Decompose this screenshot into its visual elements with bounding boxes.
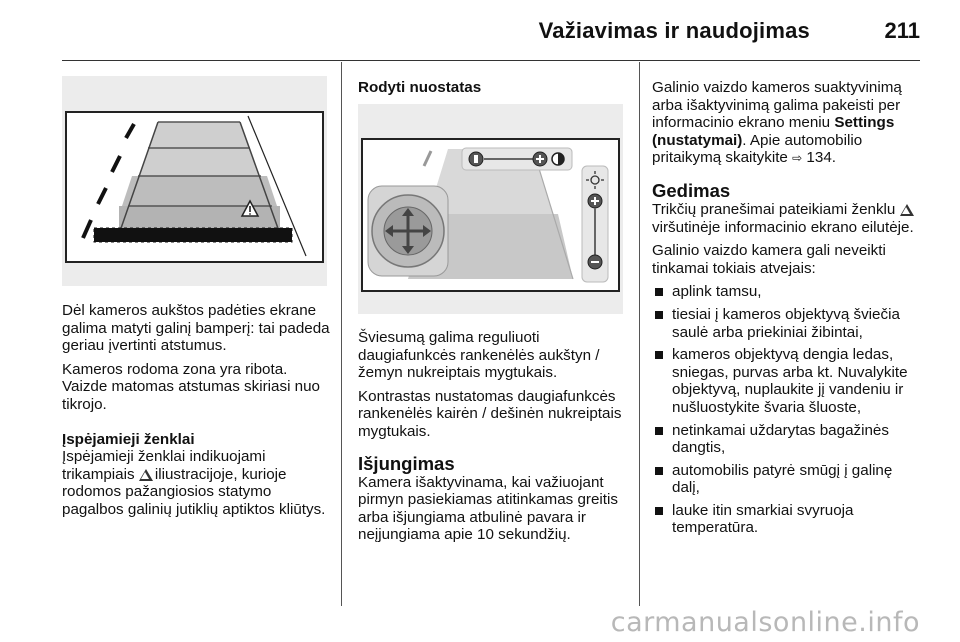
page-reference: 134. <box>806 149 836 167</box>
list-item: tiesiai į kameros objektyvą šviečia saul… <box>652 306 924 341</box>
page-header-title: Važiavimas ir naudojimas <box>538 18 810 43</box>
settings-text-before: Galinio vaizdo kameros suaktyvinimą arba… <box>652 79 902 132</box>
warning-signs-heading: Įspėjamieji ženklai <box>62 430 195 448</box>
camera-guidelines-illustration <box>65 111 324 263</box>
display-settings-illustration <box>361 138 620 292</box>
warning-text-after: iliustracijoje, kurioje rodomos pažangio… <box>62 465 326 518</box>
paragraph-camera-zone: Kameros rodoma zona yra ribota. Vaizde m… <box>62 360 321 413</box>
fault-text-after: viršutinėje informacinio ekrano eilutėje… <box>652 218 914 236</box>
paragraph-fault-cases: Galinio vaizdo kamera gali neveikti tink… <box>652 242 886 277</box>
paragraph-bumper: Dėl kameros aukštos padėties ekrane gali… <box>62 302 330 355</box>
fault-heading: Gedimas <box>652 179 731 201</box>
paragraph-warning-signs: Įspėjamieji ženklai indikuojami trikampi… <box>62 448 332 518</box>
list-item: kameros objektyvą dengia ledas, sniegas,… <box>652 346 924 416</box>
paragraph-contrast: Kontrastas nustatomas daugiafunkcės rank… <box>358 387 622 440</box>
deactivation-heading: Išjungimas <box>358 452 455 474</box>
fault-text-before: Trikčių pranešimai pateikiami ženklu <box>652 200 896 218</box>
paragraph-fault-messages: Trikčių pranešimai pateikiami ženklu vir… <box>652 201 924 236</box>
header-rule <box>62 60 920 61</box>
fault-cases-list: aplink tamsu, tiesiai į kameros objektyv… <box>652 283 924 537</box>
paragraph-deactivation: Kamera išaktyvinama, kai važiuojant pirm… <box>358 473 618 544</box>
page-number: 211 <box>884 18 921 43</box>
column-3: Galinio vaizdo kameros suaktyvinimą arba… <box>652 79 924 542</box>
warning-text-before: Įspėjamieji ženklai indikuojami trikampi… <box>62 448 266 483</box>
column-2-heading: Rodyti nuostatas <box>358 79 628 97</box>
column-1: Dėl kameros aukštos padėties ekrane gali… <box>62 302 332 525</box>
column-divider-2 <box>639 62 640 606</box>
list-item: aplink tamsu, <box>652 283 924 301</box>
list-item: automobilis patyrė smūgį į galinę dalį, <box>652 462 924 497</box>
list-item: lauke itin smarkiai svyruoja temperatūra… <box>652 502 924 537</box>
warning-triangle-icon <box>899 203 914 216</box>
paragraph-settings-menu: Galinio vaizdo kameros suaktyvinimą arba… <box>652 79 924 168</box>
watermark: carmanualsonline.info <box>610 607 920 638</box>
column-2: Šviesumą galima reguliuoti daugiafunkcės… <box>358 329 628 550</box>
column-divider-1 <box>341 62 342 606</box>
page-reference-arrow-icon: ⇨ <box>792 151 803 166</box>
paragraph-brightness: Šviesumą galima reguliuoti daugiafunkcės… <box>358 329 600 382</box>
settings-menu-name: Settings (nustatymai) <box>652 114 895 149</box>
warning-triangle-icon <box>138 468 153 481</box>
camera-guidelines-figure <box>62 76 327 286</box>
settings-text-after: . Apie automobilio pritaikymą skaitykite <box>652 131 863 167</box>
display-settings-heading: Rodyti nuostatas <box>358 79 482 96</box>
display-settings-figure <box>358 104 623 314</box>
list-item: netinkamai uždarytas bagažinės dangtis, <box>652 422 924 457</box>
